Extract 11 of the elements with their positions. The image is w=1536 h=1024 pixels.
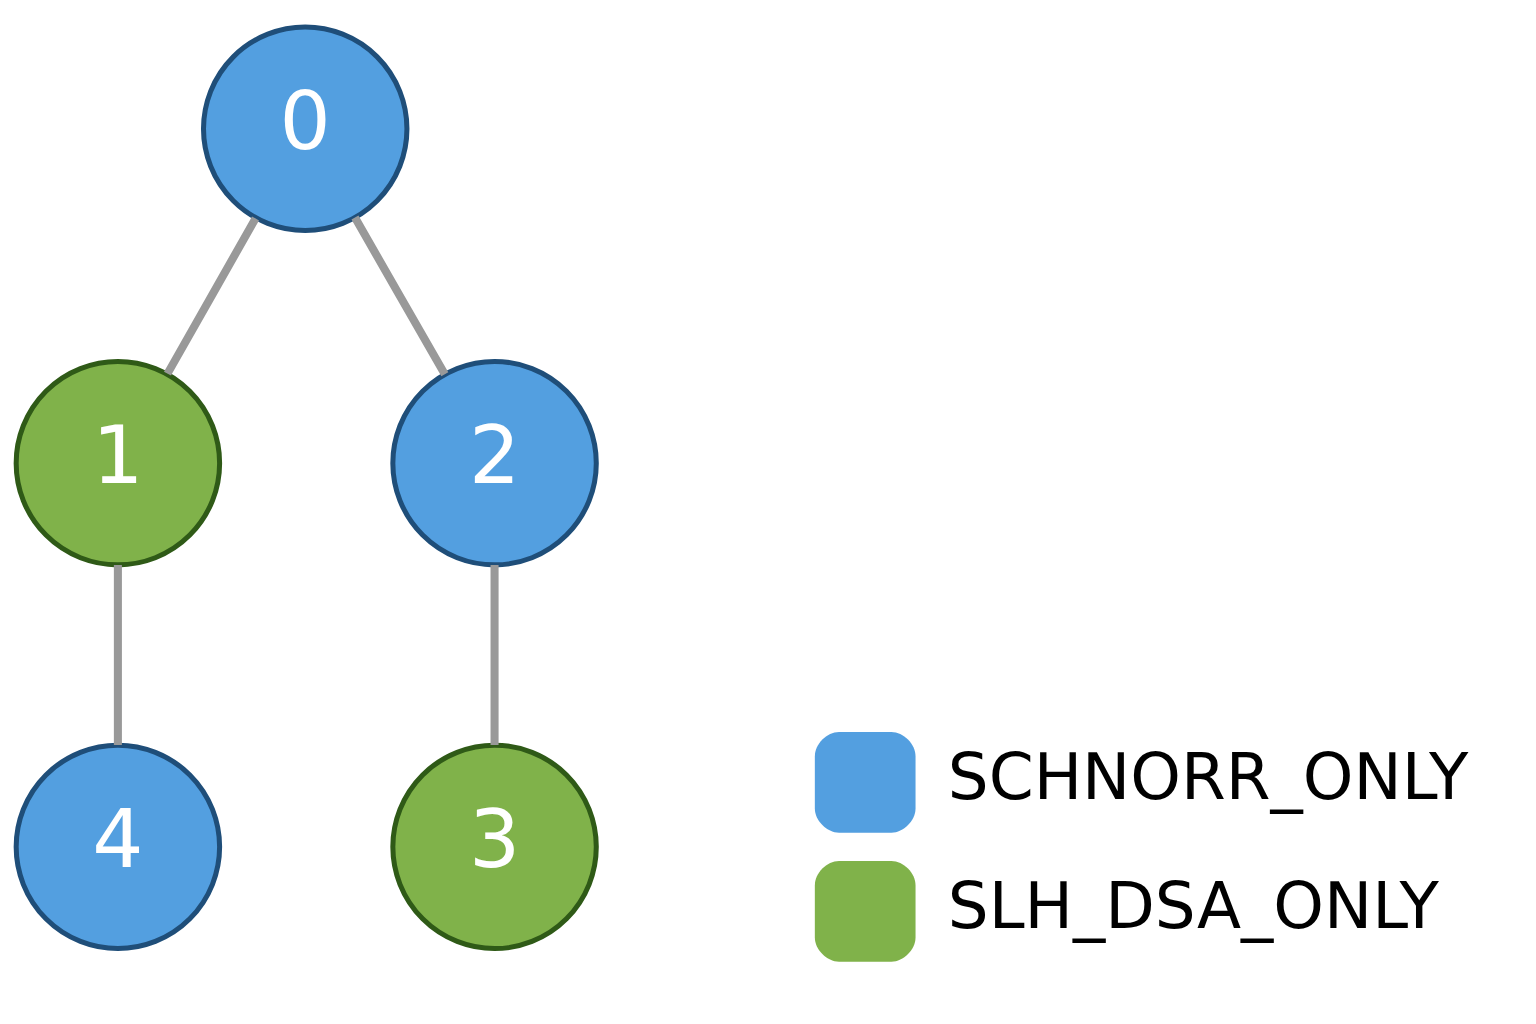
connector [351,215,449,376]
connector [490,564,499,745]
node-circle: 4 [13,742,223,951]
node-circle: 3 [390,742,599,951]
legend-label: SCHNORR_ONLY [947,738,1469,814]
connector [164,215,259,376]
node-circle: 1 [13,358,223,567]
legend-label: SLH_DSA_ONLY [947,867,1439,943]
node-circle: 2 [390,358,599,567]
node-circle: 0 [201,24,410,233]
connector [113,564,122,745]
